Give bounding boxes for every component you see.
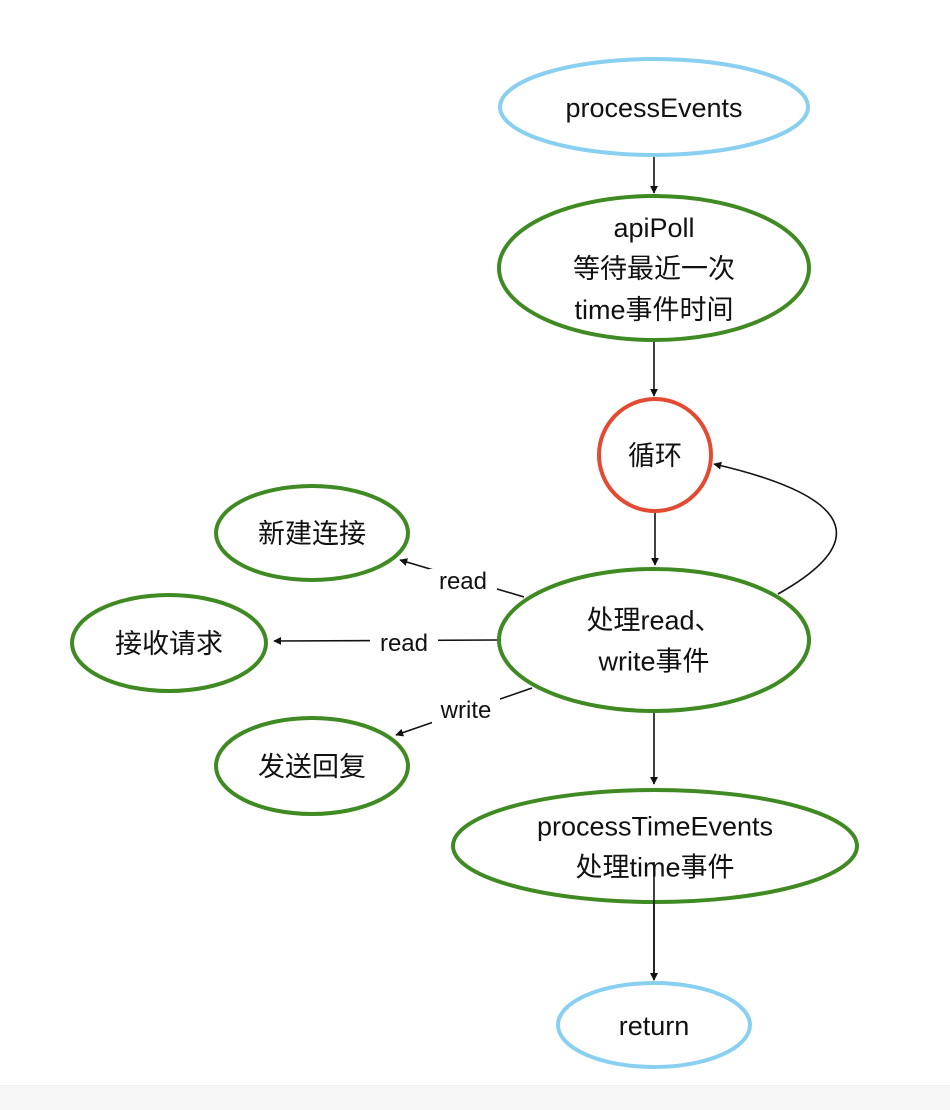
node-label-line: write事件 <box>597 647 709 677</box>
node-shape <box>451 788 859 904</box>
node-shape <box>498 57 810 157</box>
node-shape <box>497 567 811 713</box>
node-send-reply: 发送回复 <box>214 716 410 816</box>
node-shape <box>70 593 268 693</box>
edge-labels-layer: read read write <box>370 568 500 726</box>
node-label-line: 处理time事件 <box>575 853 734 883</box>
node-label-line: time事件时间 <box>574 295 733 325</box>
edge-label-write: write <box>440 697 492 724</box>
node-shape <box>497 194 811 342</box>
edge-label-background <box>370 631 438 659</box>
edge-label-background <box>432 698 500 726</box>
node-process-time-events: processTimeEvents 处理time事件 <box>451 788 859 904</box>
node-label-line: 等待最近一次 <box>573 254 735 284</box>
node-label-line: 新建连接 <box>258 519 366 549</box>
node-label-line: apiPoll <box>613 213 694 243</box>
edge-handle-rw-to-loop <box>713 461 838 595</box>
node-accept-request: 接收请求 <box>70 593 268 693</box>
node-loop: 循环 <box>597 397 713 513</box>
edge-label-read: read <box>380 630 428 657</box>
node-api-poll: apiPoll 等待最近一次 time事件时间 <box>497 194 811 342</box>
node-return-node: return <box>556 981 752 1069</box>
node-process-events: processEvents <box>498 57 810 157</box>
node-shape <box>556 981 752 1069</box>
node-new-connection: 新建连接 <box>214 484 410 582</box>
node-handle-rw: 处理read、 write事件 <box>497 567 811 713</box>
nodes-layer: processEvents apiPoll 等待最近一次 time事件时间循环处理re… <box>70 57 859 1069</box>
node-label-line: 循环 <box>628 441 682 471</box>
edge-label-read: read <box>439 568 487 595</box>
bottom-band <box>0 1085 950 1110</box>
node-shape <box>214 484 410 582</box>
node-label-line: processTimeEvents <box>537 812 773 842</box>
node-shape <box>597 397 713 513</box>
node-label-line: 接收请求 <box>115 629 223 659</box>
node-label-line: processEvents <box>565 93 742 123</box>
node-label-line: 处理read、 <box>586 606 721 636</box>
edge-label-background <box>429 569 497 597</box>
node-label-line: return <box>619 1011 690 1041</box>
node-label-line: 发送回复 <box>258 752 366 782</box>
node-shape <box>214 716 410 816</box>
